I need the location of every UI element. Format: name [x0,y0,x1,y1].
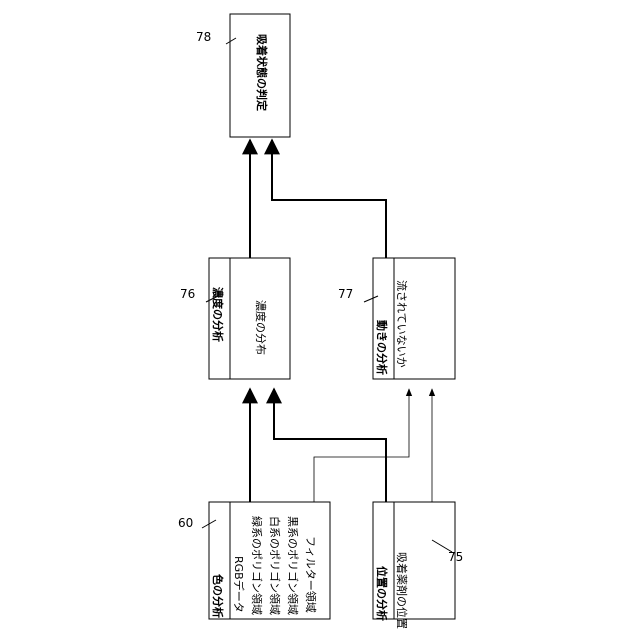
ref-76: 76 [180,287,195,301]
state-judgment-title: 吸着状態の判定 [255,34,269,111]
motion-analysis-title: 動きの分析 [375,320,389,375]
position-analysis-title: 位置の分析 [375,566,389,621]
ref-75: 75 [448,550,463,564]
color-item-green: 緑系のポリゴン領域 [250,516,264,615]
color-item-rgb: RGBデータ [232,556,246,613]
node-position-analysis: 位置の分析 吸着薬剤の位置 75 [373,502,463,629]
color-analysis-title: 色の分析 [211,574,225,618]
ref-60: 60 [178,516,193,530]
node-state-judgment: 吸着状態の判定 78 [196,14,290,137]
motion-analysis-item: 流されていないか [395,280,409,368]
position-analysis-item: 吸着薬剤の位置 [395,552,409,629]
node-color-analysis: 色の分析 RGBデータ 緑系のポリゴン領域 白系のポリゴン領域 黒系のポリゴン領… [178,502,330,619]
node-density-analysis: 濃度の分析 濃度の分布 76 [180,258,290,379]
density-analysis-item: 濃度の分布 [254,300,268,355]
arrow-motion-to-judgment [272,140,386,258]
ref-78: 78 [196,30,211,44]
color-item-white: 白系のポリゴン領域 [268,516,282,615]
arrow-position-to-density [274,389,386,502]
color-item-filter: フィルター領域 [304,536,318,613]
color-item-black: 黒系のポリゴン領域 [286,516,300,615]
density-analysis-title: 濃度の分析 [211,287,225,342]
arrow-color-to-motion [314,389,409,502]
ref-77: 77 [338,287,353,301]
node-motion-analysis: 動きの分析 流されていないか 77 [338,258,455,379]
